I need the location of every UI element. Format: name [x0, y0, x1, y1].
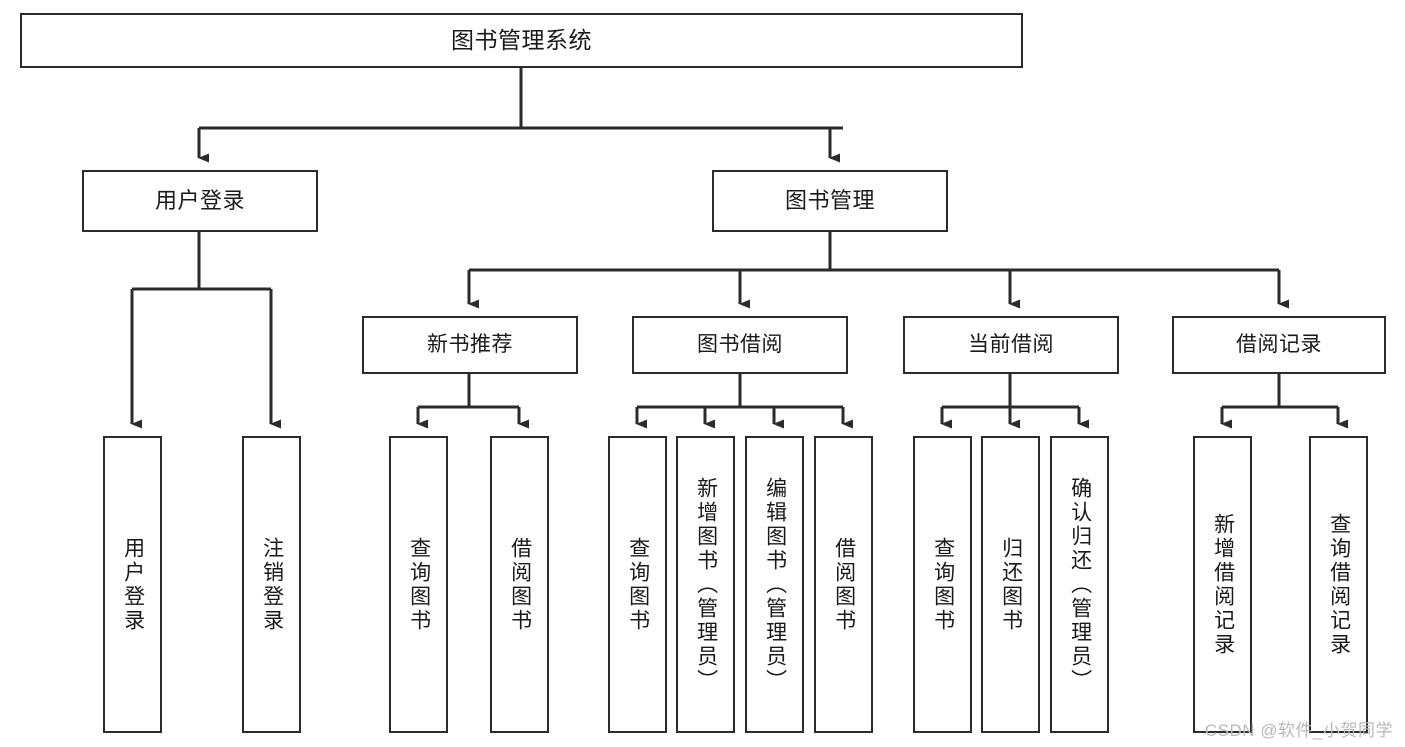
node-label: 图书管理 [784, 187, 875, 213]
node-label: 编辑图书（管理员） [763, 476, 787, 693]
leaf-book-borrow-borrow-book[interactable]: 借阅图书 [814, 436, 873, 733]
node-user-login[interactable]: 用户登录 [82, 170, 318, 232]
node-label: 新书推荐 [427, 333, 513, 357]
leaf-borrow-record-add-record[interactable]: 新增借阅记录 [1193, 436, 1252, 733]
node-label: 图书管理系统 [451, 26, 592, 53]
leaf-user-login-login[interactable]: 用户登录 [103, 436, 162, 733]
node-label: 查询图书 [931, 536, 955, 633]
node-new-book-recommend[interactable]: 新书推荐 [362, 316, 578, 374]
node-label: 新增图书（管理员） [694, 476, 718, 693]
leaf-current-borrow-confirm-return-admin[interactable]: 确认归还（管理员） [1050, 436, 1109, 733]
node-label: 图书借阅 [697, 333, 783, 357]
leaf-current-borrow-query-book[interactable]: 查询图书 [913, 436, 972, 733]
node-label: 用户登录 [121, 536, 145, 633]
leaf-book-borrow-add-book-admin[interactable]: 新增图书（管理员） [676, 436, 735, 733]
node-label: 注销登录 [260, 536, 284, 633]
node-label: 借阅记录 [1236, 333, 1322, 357]
node-label: 确认归还（管理员） [1068, 476, 1092, 693]
node-root-system[interactable]: 图书管理系统 [20, 13, 1023, 68]
leaf-book-borrow-query-book[interactable]: 查询图书 [608, 436, 667, 733]
node-label: 用户登录 [154, 187, 245, 213]
node-label: 当前借阅 [968, 333, 1054, 357]
node-label: 借阅图书 [832, 536, 856, 633]
node-label: 新增借阅记录 [1211, 512, 1235, 657]
node-label: 查询图书 [407, 536, 431, 633]
node-label: 借阅图书 [508, 536, 532, 633]
leaf-book-borrow-edit-book-admin[interactable]: 编辑图书（管理员） [745, 436, 804, 733]
node-label: 查询图书 [626, 536, 650, 633]
leaf-current-borrow-return-book[interactable]: 归还图书 [981, 436, 1040, 733]
leaf-user-login-logout[interactable]: 注销登录 [242, 436, 301, 733]
leaf-new-book-query-book[interactable]: 查询图书 [389, 436, 448, 733]
node-book-management[interactable]: 图书管理 [712, 170, 948, 232]
leaf-borrow-record-query-record[interactable]: 查询借阅记录 [1309, 436, 1368, 733]
node-label: 归还图书 [999, 536, 1023, 633]
leaf-new-book-borrow-book[interactable]: 借阅图书 [490, 436, 549, 733]
csdn-watermark: CSDN @软件_小贺同学 [1204, 721, 1393, 740]
node-borrow-record[interactable]: 借阅记录 [1172, 316, 1386, 374]
node-current-borrow[interactable]: 当前借阅 [903, 316, 1119, 374]
node-book-borrow[interactable]: 图书借阅 [632, 316, 848, 374]
node-label: 查询借阅记录 [1327, 512, 1351, 657]
